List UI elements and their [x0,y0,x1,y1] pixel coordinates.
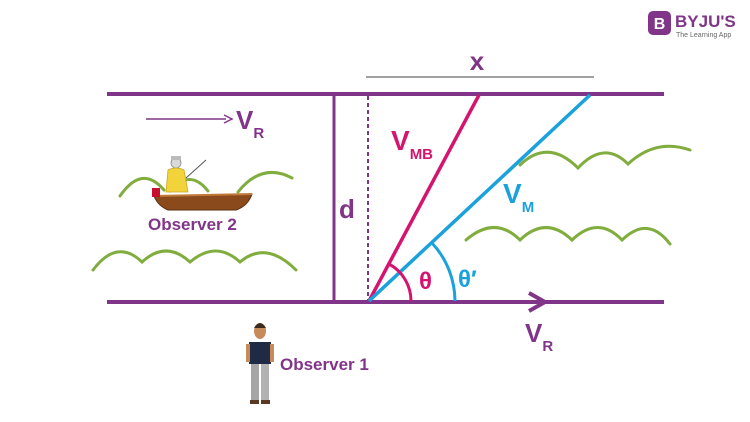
boat-with-observer-2 [152,156,253,211]
fisherman-body [165,167,189,193]
byjus-tagline: The Learning App [676,32,731,39]
v-mb-vector [367,94,481,302]
theta-prime-label: θ′ [458,266,477,293]
wave-right-upper [518,144,692,171]
fisherman-hat [171,156,181,160]
v-mb-label-sub: MB [410,146,433,163]
v-r-top-label-sub: R [253,125,264,142]
wave-left-upper [118,170,294,198]
v-m-label: VM [503,178,534,216]
fishing-rod [185,159,207,179]
v-r-bottom-label-sub: R [542,338,553,355]
person-hair [254,323,266,328]
v-r-bottom-label: VR [525,318,553,355]
v-mb-label-main: V [391,125,410,156]
theta-arc [388,262,413,302]
person-left-arm [246,344,250,362]
person-left-leg [251,364,259,400]
byjus-logo-letter: B [654,16,666,33]
v-r-top-label-main: V [236,105,254,135]
theta-label: θ [419,268,432,295]
waves [91,144,692,272]
boat-motor [152,188,160,197]
byjus-brand-name: BYJU'S [675,12,736,31]
x-label: x [470,46,485,76]
boat-rim [153,193,253,197]
person-right-leg [261,364,269,400]
v-r-bottom-label-main: V [525,318,543,348]
person-shirt [249,342,271,364]
person-right-shoe [261,400,270,404]
fisherman [165,156,207,193]
observer-2-label: Observer 2 [148,215,237,234]
v-r-bottom-arrowhead [528,291,550,313]
v-r-top-label: VR [236,105,264,142]
v-m-label-sub: M [522,199,535,216]
theta-prime-arc [430,241,457,302]
person-left-shoe [250,400,259,404]
v-m-label-main: V [503,178,522,209]
observer-1-label: Observer 1 [280,355,369,374]
byjus-logo: B BYJU'S The Learning App [648,11,736,39]
v-m-vector [367,93,592,303]
v-mb-label: VMB [391,125,433,163]
observer-1-person [246,323,274,404]
boat-hull [153,193,253,211]
d-label: d [339,194,355,224]
wave-left-lower [91,249,298,272]
byjus-logo-badge [648,11,671,35]
person-right-arm [270,344,274,362]
wave-right-lower [464,226,672,246]
v-r-top-arrow [146,114,234,124]
